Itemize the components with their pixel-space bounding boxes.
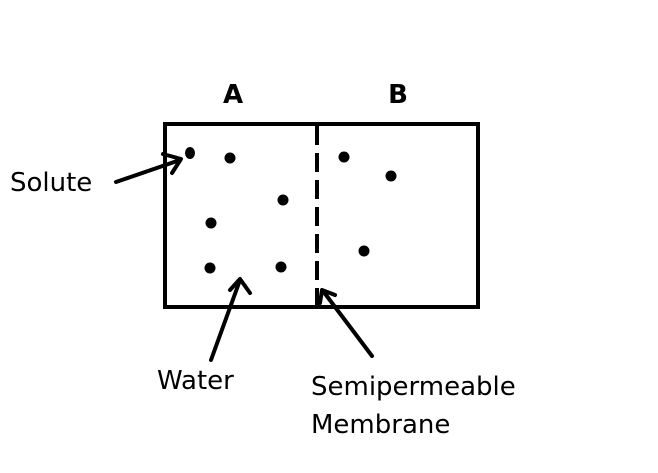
solute-particle — [277, 194, 289, 206]
solute-particle — [185, 147, 195, 159]
solute-particle — [224, 152, 236, 164]
solute-particle — [204, 262, 216, 274]
solute-particle — [385, 170, 397, 182]
membrane-label-line2: Membrane — [311, 410, 450, 440]
solute-arrow — [114, 152, 183, 184]
solute-particle — [338, 151, 350, 163]
container-box — [163, 122, 480, 309]
membrane-arrow — [318, 288, 374, 358]
solute-particle — [358, 245, 370, 257]
solute-label: Solute — [10, 168, 92, 198]
solute-particle — [275, 261, 287, 273]
solute-particles-b — [338, 151, 397, 257]
solute-particle — [205, 217, 217, 229]
water-arrow — [209, 277, 252, 362]
solute-particles-a — [185, 147, 289, 274]
compartment-a-label: A — [223, 80, 243, 110]
compartment-b-label: B — [388, 80, 408, 110]
water-label: Water — [157, 366, 234, 396]
membrane-label-line1: Semipermeable — [311, 372, 516, 402]
